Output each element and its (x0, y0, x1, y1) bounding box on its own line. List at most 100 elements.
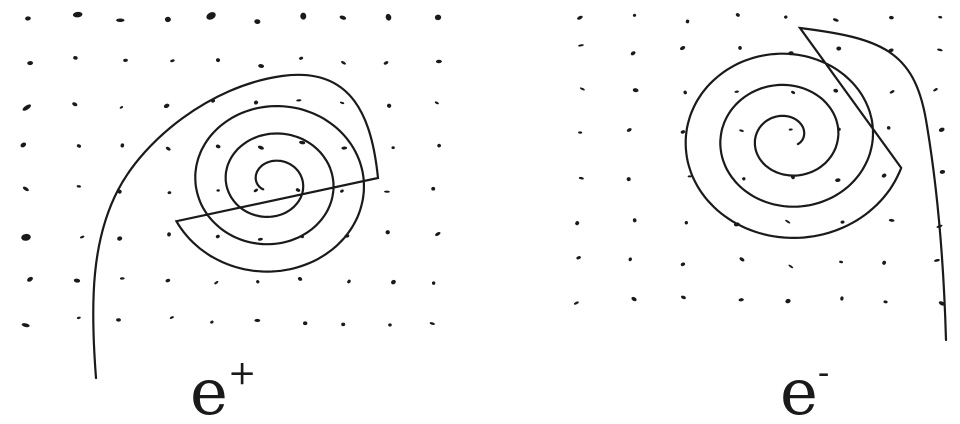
field-dot (833, 88, 839, 93)
field-dot (123, 59, 128, 63)
field-dot (214, 280, 219, 285)
field-dot (626, 177, 631, 182)
field-dot (77, 316, 81, 319)
field-dot (387, 103, 392, 108)
field-dot (685, 221, 688, 225)
field-dot (630, 50, 636, 56)
field-dot (117, 236, 123, 242)
field-dot (341, 323, 345, 327)
field-dot (340, 60, 346, 65)
field-dot (739, 256, 745, 262)
field-dot (735, 12, 740, 17)
field-dot (734, 90, 739, 93)
field-dot (626, 127, 632, 132)
field-dot (685, 19, 689, 24)
spiral-track-electron (686, 28, 946, 340)
field-dot (120, 277, 125, 279)
field-dot (832, 18, 839, 23)
field-dot (429, 322, 435, 326)
field-dot (840, 220, 845, 224)
field-dot (385, 230, 390, 235)
positron-label: e+ (190, 353, 256, 424)
field-dot (22, 186, 29, 192)
field-dot (340, 101, 345, 104)
field-dot (384, 191, 390, 193)
field-dot (167, 232, 171, 237)
field-dot (579, 176, 585, 179)
field-dot (436, 60, 442, 64)
field-dot (738, 46, 742, 50)
electron-label: e- (780, 353, 829, 424)
field-dot (347, 279, 352, 284)
field-dot (22, 103, 32, 112)
field-dot (889, 219, 895, 223)
field-dot (739, 129, 744, 132)
field-dot (253, 188, 259, 193)
field-dot (21, 322, 30, 327)
field-dot (116, 18, 124, 22)
field-dot (165, 278, 171, 283)
field-dot (216, 189, 220, 191)
field-dot (738, 298, 744, 302)
field-dot (576, 255, 581, 260)
field-dot (303, 321, 308, 325)
field-dot (72, 101, 78, 107)
field-dot (632, 218, 637, 223)
field-dot (434, 231, 441, 237)
field-dot (680, 295, 686, 300)
field-dot (257, 145, 264, 151)
field-dot (889, 16, 894, 20)
field-dot (73, 11, 83, 17)
field-dot (297, 276, 303, 281)
field-dot (167, 191, 171, 194)
field-dot (215, 58, 220, 63)
field-dot (835, 178, 841, 182)
spiral-track-positron (93, 75, 378, 378)
field-dot (210, 320, 214, 324)
field-dot (215, 144, 221, 149)
field-dot (256, 279, 260, 284)
field-dot (578, 44, 584, 47)
field-dot (215, 234, 220, 239)
field-dot (163, 103, 170, 109)
field-dot (341, 146, 347, 150)
field-dot (788, 128, 792, 131)
field-dot (205, 11, 217, 22)
field-dot (579, 87, 585, 91)
field-dot (26, 276, 34, 283)
field-dot (390, 279, 397, 285)
field-dot (887, 126, 891, 130)
field-dot (295, 187, 301, 192)
field-dot (73, 56, 78, 60)
field-dot (882, 260, 887, 265)
field-dot (74, 278, 81, 283)
field-dot (258, 64, 265, 69)
field-dot (432, 281, 436, 285)
field-dot (169, 316, 174, 320)
field-dot (933, 87, 939, 92)
field-dot (938, 16, 943, 19)
field-dot (25, 16, 31, 21)
field-dot (574, 220, 580, 226)
field-dot (299, 56, 304, 60)
field-dot (633, 13, 637, 17)
field-dot (76, 143, 81, 148)
field-dot (21, 233, 32, 241)
field-dot (934, 258, 940, 262)
field-dot (437, 143, 442, 148)
field-dot (80, 235, 85, 239)
field-dot (785, 219, 791, 224)
field-dot (339, 189, 344, 194)
field-dot (680, 130, 686, 135)
field-dot (573, 301, 579, 305)
field-dot (27, 61, 33, 65)
field-dots-positron (20, 11, 442, 328)
field-dot (258, 237, 264, 241)
field-dot (742, 177, 746, 181)
field-dot (385, 13, 392, 21)
field-dot (785, 298, 791, 304)
field-dot (120, 143, 124, 148)
field-dot (435, 14, 442, 20)
field-dot (628, 257, 632, 262)
field-dot (383, 60, 389, 65)
